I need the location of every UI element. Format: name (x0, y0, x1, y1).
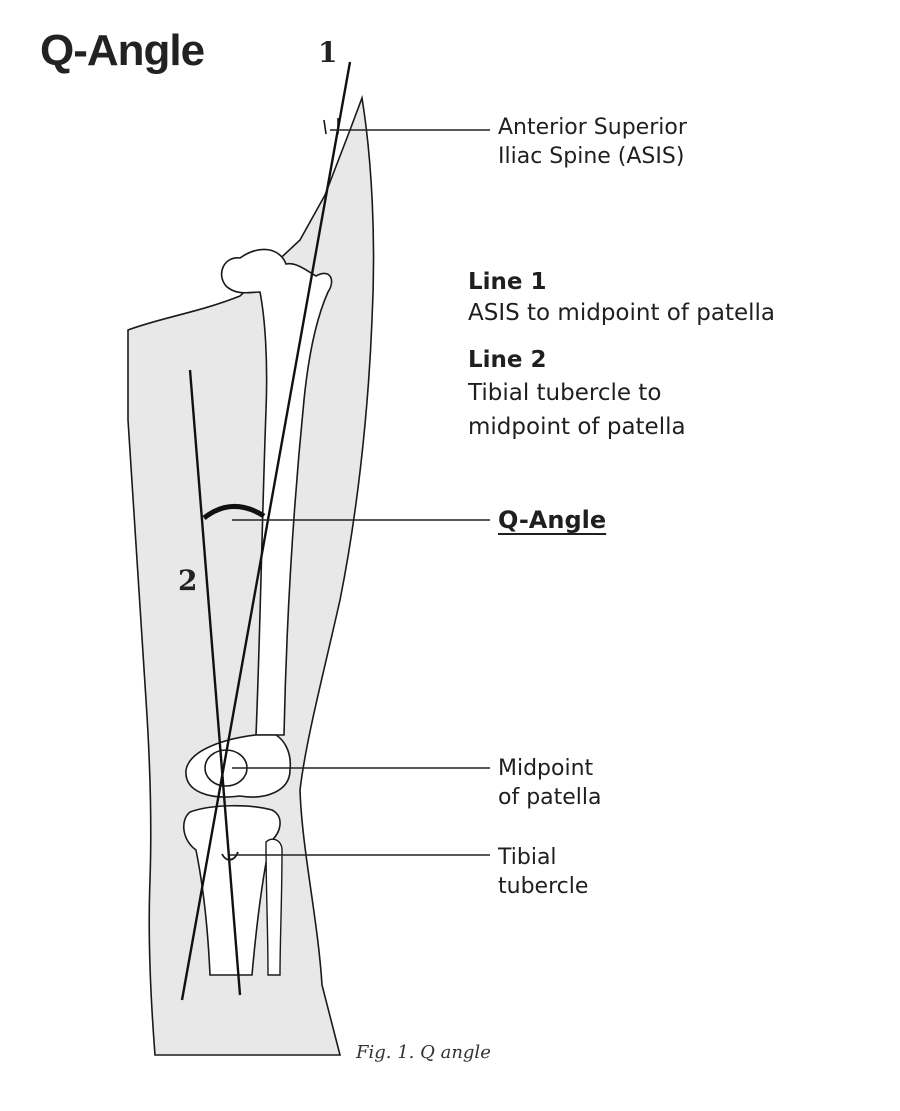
diagram-title: Q-Angle (40, 26, 205, 75)
tibial-label-line-1: Tibial (498, 845, 557, 870)
line-1-marker: 1 (318, 36, 338, 69)
asis-label-line-2: Iliac Spine (ASIS) (498, 144, 685, 169)
midpoint-label-line-1: Midpoint (498, 756, 594, 781)
line-1 (180, 61, 352, 1001)
legend-line-2-text-1: Tibial tubercle to (468, 380, 662, 406)
fibula-bone (265, 838, 283, 976)
asis-label-line-1: Anterior Superior (498, 115, 687, 140)
femur-bone (220, 248, 333, 736)
legend-line-1-heading: Line 1 (468, 269, 547, 295)
midpoint-label-line-2: of patella (498, 785, 602, 810)
legend-line-2-heading: Line 2 (468, 347, 547, 373)
figure-caption: Fig. 1. Q angle (356, 1042, 491, 1063)
q-angle-label: Q-Angle (498, 506, 607, 534)
line-2-marker: 2 (178, 564, 198, 597)
line-2 (188, 369, 242, 996)
tibial-label-line-2: tubercle (498, 874, 589, 899)
q-angle-arc (202, 504, 266, 521)
legend-line-2-text-2: midpoint of patella (468, 414, 686, 440)
asis-marker (323, 118, 339, 135)
legend-line-1-text: ASIS to midpoint of patella (468, 300, 776, 326)
